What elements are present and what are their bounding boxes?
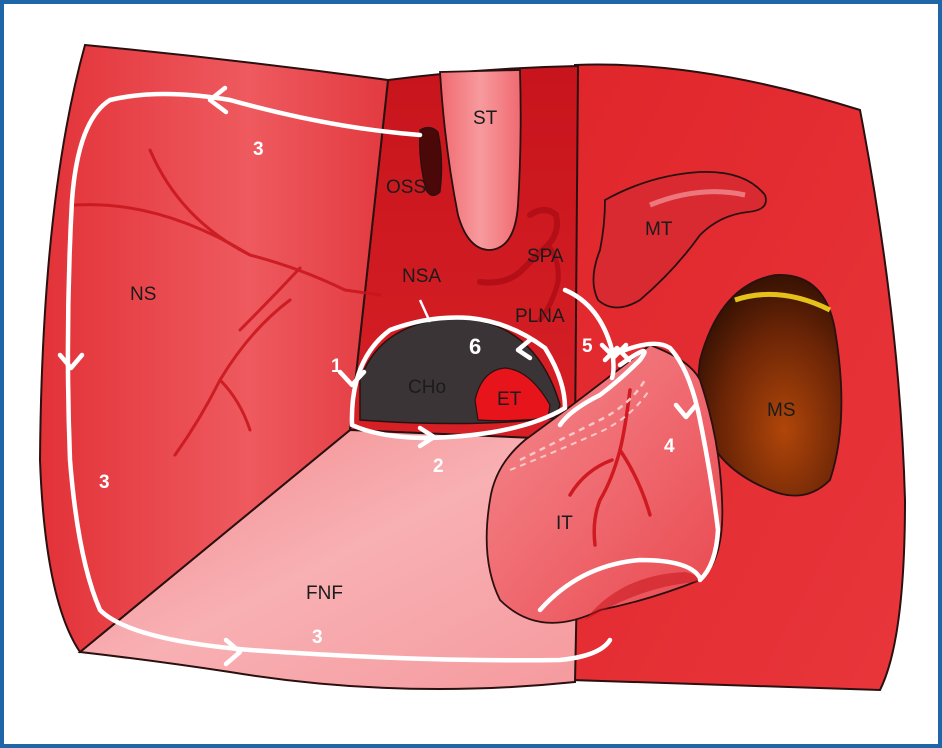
nasal-septum-panel [38, 43, 390, 654]
arrow-3-bottom [223, 637, 243, 667]
label-it: IT [556, 513, 573, 534]
plna-vessel [537, 242, 561, 323]
route-number-1: 1 [331, 356, 342, 377]
route-number-5: 5 [582, 336, 593, 357]
arrow-5 [599, 342, 629, 360]
surgical-routes [65, 91, 721, 663]
superior-turbinate [439, 69, 522, 251]
middle-turbinate [592, 170, 767, 309]
arrow-3-top [207, 85, 229, 115]
label-oss: OSS [386, 177, 426, 198]
arrow-2 [417, 425, 437, 449]
arrow-4 [673, 402, 699, 420]
arrow-6 [515, 337, 533, 361]
route-arrowheads [57, 85, 699, 667]
it-vessels [568, 388, 652, 547]
label-fnf: FNF [306, 583, 343, 604]
eustachian-tube [474, 367, 551, 422]
route-it-outline [537, 557, 703, 613]
mt-highlight [649, 189, 746, 208]
label-plna: PLNA [515, 306, 565, 327]
label-ns: NS [130, 284, 156, 305]
sinus-rim [734, 291, 832, 313]
route-3-path [65, 91, 613, 663]
it-dashed-line-2 [509, 391, 649, 471]
route-number-3-left: 3 [99, 472, 110, 493]
route-4-path [617, 341, 721, 583]
it-dashed-line [519, 379, 647, 462]
sphenoid-ostium [419, 126, 443, 197]
nasal-floor [77, 428, 582, 691]
label-st: ST [473, 108, 498, 129]
arrow-1 [337, 369, 367, 388]
label-spa: SPA [527, 246, 564, 267]
route-number-3-bottom: 3 [312, 627, 323, 648]
route-number-2: 2 [433, 456, 444, 477]
label-cho: CHo [408, 377, 446, 398]
route-number-3-top: 3 [253, 139, 264, 160]
route-number-4: 4 [664, 436, 675, 457]
septal-vessels [73, 148, 382, 457]
it-underside [585, 572, 699, 620]
arrow-5-up [602, 345, 632, 363]
nsa-pointer [418, 299, 432, 323]
label-ms: MS [767, 400, 796, 421]
route-4-path-b [557, 349, 647, 428]
arrow-3-left [57, 352, 85, 371]
route-number-6: 6 [469, 334, 481, 359]
label-et: ET [497, 389, 522, 410]
label-nsa: NSA [402, 266, 441, 287]
label-mt: MT [645, 219, 673, 240]
